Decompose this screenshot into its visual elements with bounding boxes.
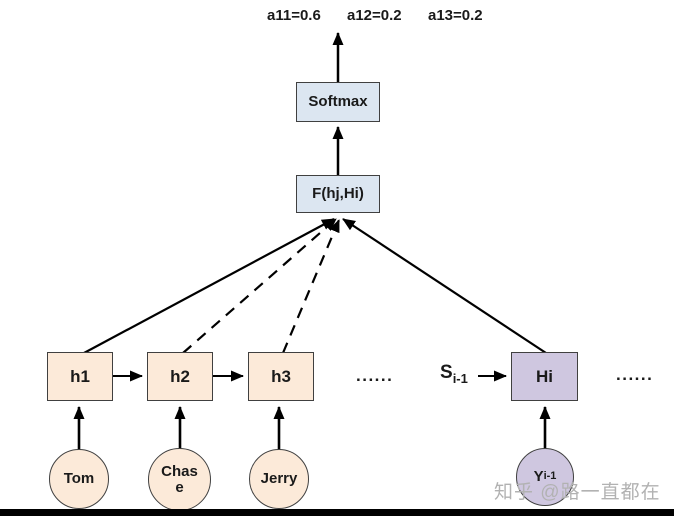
prev-output-base: Y — [533, 468, 544, 486]
input-label-tom: Tom — [63, 470, 95, 488]
input-circle-chase: Chas e — [148, 448, 211, 511]
ellipsis-left: ...... — [356, 366, 394, 385]
prev-decoder-state-base: S — [440, 362, 453, 383]
prev-decoder-state-sub: i-1 — [452, 370, 468, 386]
ellipsis-right: ...... — [616, 365, 654, 384]
attention-weight-a13: a13=0.2 — [428, 7, 483, 24]
input-label-jerry: Jerry — [260, 470, 298, 488]
watermark: 知乎 @路一直都在 — [494, 482, 661, 503]
attention-weight-a11: a11=0.6 — [267, 7, 321, 24]
arrow-h2-to-f-dashed — [182, 218, 337, 354]
arrow-h3-to-f-dashed — [281, 219, 341, 354]
arrow-h1-to-f — [83, 218, 335, 354]
softmax-box: Softmax — [296, 82, 380, 122]
input-label-chase: Chas e — [161, 462, 198, 496]
input-circle-tom: Tom — [49, 449, 109, 509]
score-function-box: F(hj,Hi) — [296, 175, 380, 213]
encoder-box-h3: h3 — [248, 352, 314, 401]
prev-decoder-state-label: Si-1 — [440, 362, 468, 386]
decoder-box-hi: Hi — [511, 352, 578, 401]
bottom-divider-bar — [0, 509, 674, 516]
input-circle-jerry: Jerry — [249, 449, 309, 509]
encoder-box-h2: h2 — [147, 352, 213, 401]
attention-weight-a12: a12=0.2 — [347, 7, 402, 24]
prev-output-sub: i-1 — [543, 470, 557, 483]
encoder-box-h1: h1 — [47, 352, 113, 401]
arrow-hi-to-f — [342, 218, 547, 354]
